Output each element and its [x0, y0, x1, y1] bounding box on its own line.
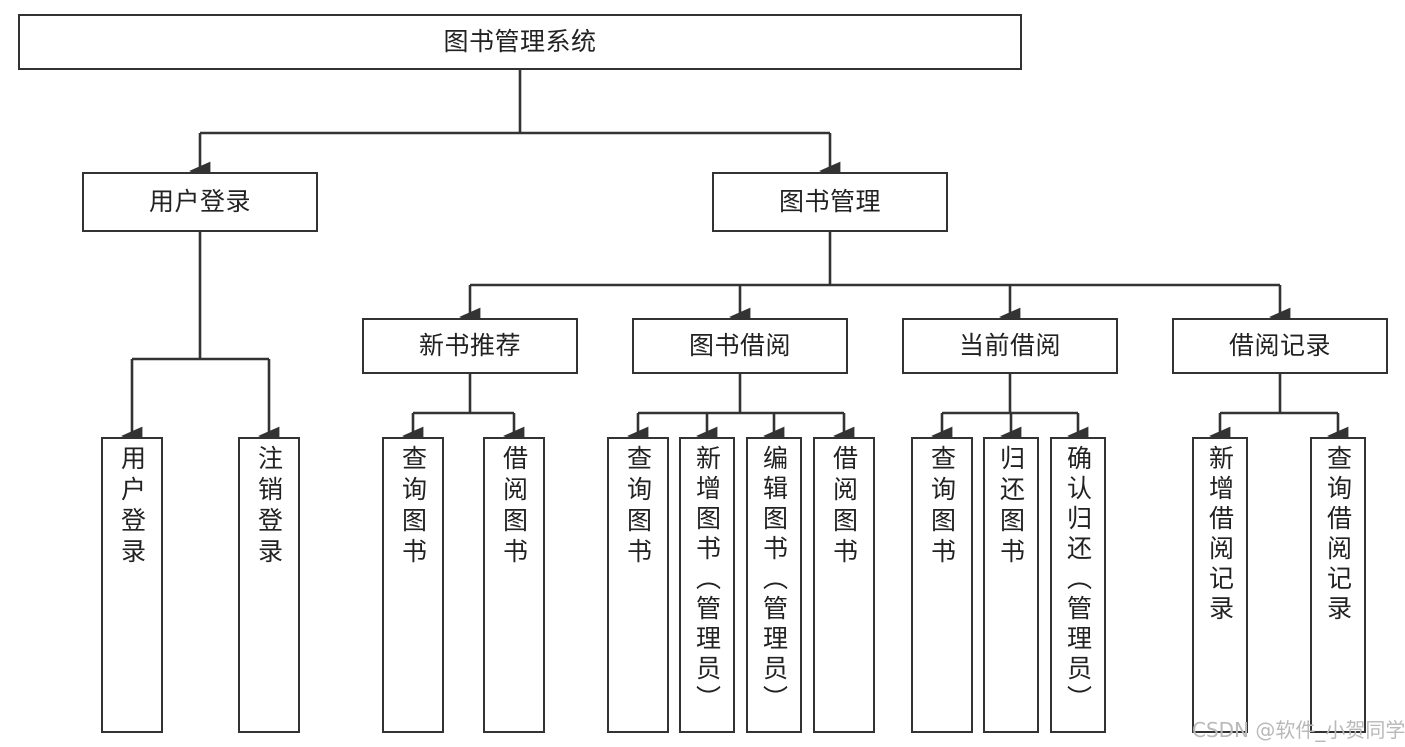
- node-label: 借阅记录: [1228, 331, 1331, 361]
- node-label: 查询图书: [398, 445, 428, 569]
- leaf-user-login[interactable]: 用户登录: [101, 437, 163, 733]
- node-borrow-records[interactable]: 借阅记录: [1172, 318, 1388, 374]
- node-label: 图书管理: [778, 187, 881, 217]
- leaf-add-book-admin[interactable]: 新增图书（管理员）: [679, 437, 735, 733]
- node-label: 注销登录: [254, 445, 284, 569]
- node-label: 用户登录: [148, 187, 251, 217]
- node-label: 当前借阅: [958, 331, 1061, 361]
- node-label: 新增借阅记录: [1205, 445, 1235, 625]
- node-label: 查询图书: [623, 445, 653, 569]
- node-label: 图书借阅: [688, 331, 791, 361]
- node-user-login[interactable]: 用户登录: [82, 172, 318, 232]
- leaf-query-borrow-record[interactable]: 查询借阅记录: [1310, 437, 1366, 733]
- node-label: 确认归还（管理员）: [1063, 445, 1093, 715]
- csdn-watermark: CSDN @软件_小贺同学: [1192, 718, 1405, 742]
- leaf-logout[interactable]: 注销登录: [238, 437, 300, 733]
- leaf-borrow-books[interactable]: 借阅图书: [813, 437, 875, 733]
- node-book-management[interactable]: 图书管理: [712, 172, 948, 232]
- leaf-query-books-borrow[interactable]: 查询图书: [607, 437, 669, 733]
- node-new-book-recommend[interactable]: 新书推荐: [362, 318, 578, 374]
- node-label: 借阅图书: [499, 445, 529, 569]
- leaf-return-books[interactable]: 归还图书: [983, 437, 1039, 733]
- node-label: 查询图书: [927, 445, 957, 569]
- node-book-borrow[interactable]: 图书借阅: [632, 318, 848, 374]
- leaf-borrow-books-recommend[interactable]: 借阅图书: [483, 437, 545, 733]
- leaf-query-books-current[interactable]: 查询图书: [911, 437, 973, 733]
- node-label: 用户登录: [117, 445, 147, 569]
- node-label: 借阅图书: [829, 445, 859, 569]
- node-label: 图书管理系统: [443, 27, 597, 57]
- node-label: 编辑图书（管理员）: [759, 445, 789, 715]
- leaf-confirm-return-admin[interactable]: 确认归还（管理员）: [1050, 437, 1106, 733]
- node-current-borrow[interactable]: 当前借阅: [902, 318, 1118, 374]
- leaf-edit-book-admin[interactable]: 编辑图书（管理员）: [746, 437, 802, 733]
- leaf-add-borrow-record[interactable]: 新增借阅记录: [1192, 437, 1248, 733]
- node-label: 查询借阅记录: [1323, 445, 1353, 625]
- leaf-query-books-recommend[interactable]: 查询图书: [382, 437, 444, 733]
- node-root[interactable]: 图书管理系统: [18, 14, 1022, 70]
- node-label: 归还图书: [996, 445, 1026, 569]
- node-label: 新书推荐: [418, 331, 521, 361]
- node-label: 新增图书（管理员）: [692, 445, 722, 715]
